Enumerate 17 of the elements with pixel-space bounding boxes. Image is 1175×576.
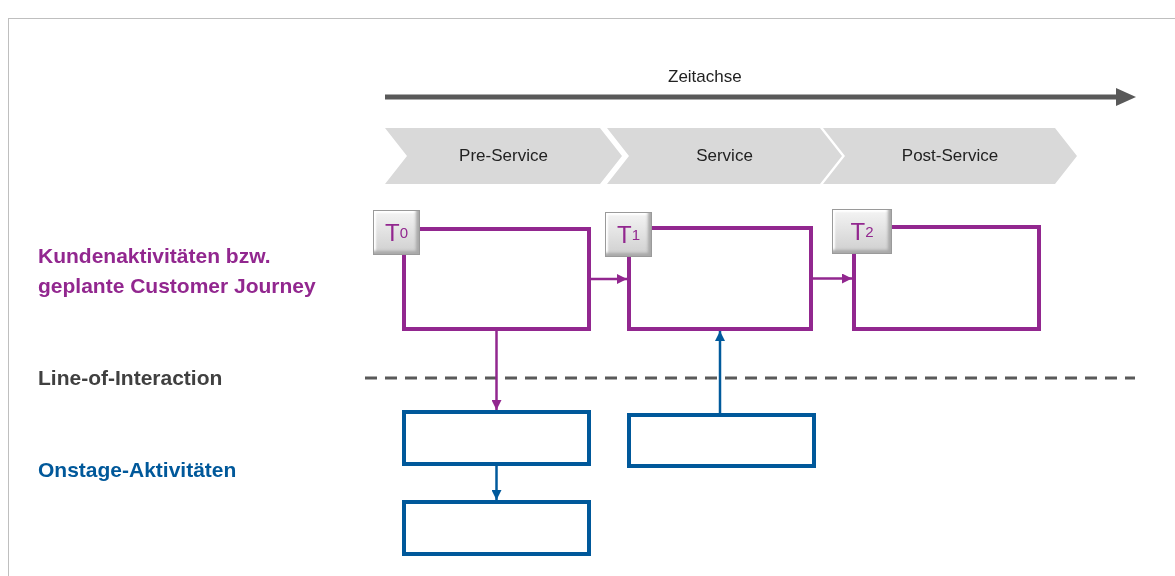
lane-label: Onstage-Aktivitäten: [38, 457, 237, 483]
onstage-box: [402, 500, 591, 556]
activity-box: [402, 227, 591, 331]
arrow: [491, 331, 502, 410]
chevron-step: Post-Service: [823, 128, 1077, 184]
onstage-box: [627, 413, 816, 468]
lane-label: Line-of-Interaction: [38, 365, 223, 391]
axis-label: Zeitachse: [668, 66, 742, 88]
arrow: [591, 274, 627, 284]
arrow: [715, 331, 725, 413]
arrow: [813, 273, 852, 284]
onstage-box: [402, 410, 591, 466]
activity-box: [852, 225, 1041, 331]
arrow: [491, 466, 502, 500]
lane-label: Kundenaktivitäten bzw. geplante Customer Journey: [38, 243, 317, 299]
chevron-step: Service: [607, 128, 842, 184]
chevron-step: Pre-Service: [385, 128, 622, 184]
